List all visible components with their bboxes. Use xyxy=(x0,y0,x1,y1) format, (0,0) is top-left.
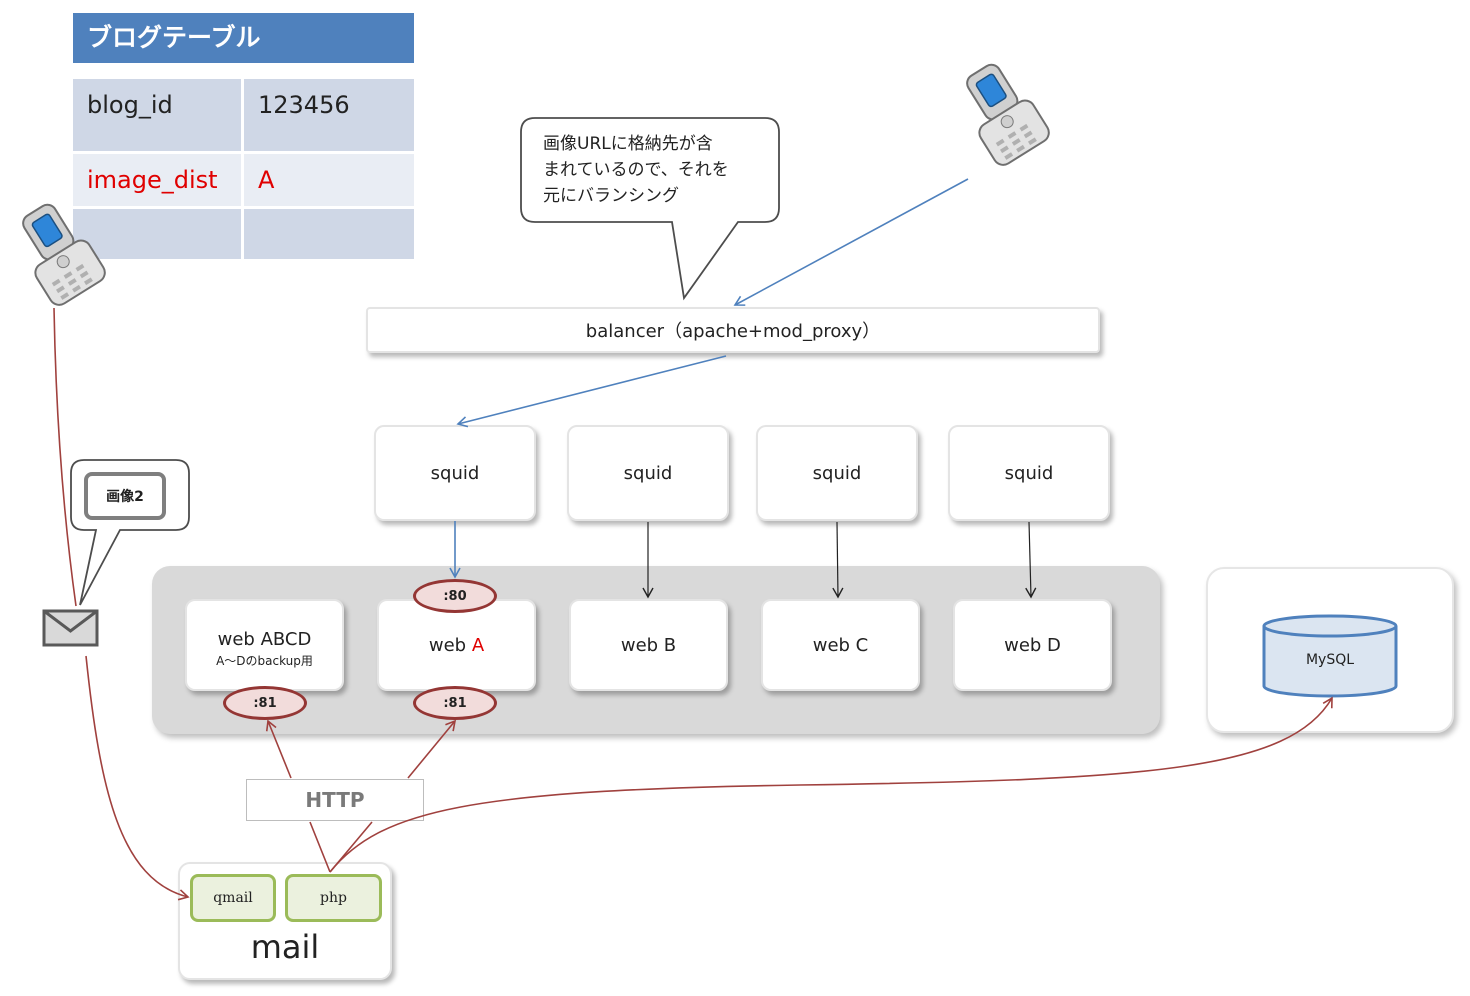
web-a-label-prefix: web xyxy=(428,634,472,656)
arrow-http-to-port-abcd xyxy=(265,719,292,779)
blog-table-value-image-dist: A xyxy=(244,154,414,206)
arrow-phone-to-balancer xyxy=(733,178,969,306)
balancer-box: balancer（apache+mod_proxy） xyxy=(366,307,1100,353)
blog-table-key-empty xyxy=(73,209,241,259)
callout-image-label: 画像2 xyxy=(84,472,166,520)
arrow-squid-to-web-d xyxy=(1025,521,1037,599)
mobile-phone-icon xyxy=(966,63,1050,166)
mobile-phone-icon-left xyxy=(22,203,106,306)
web-d-box: web D xyxy=(953,599,1112,691)
php-box: php xyxy=(285,874,382,922)
mysql-label: MySQL xyxy=(1305,652,1355,668)
callout-balancing-line-1: 画像URLに格納先が含 xyxy=(543,134,713,154)
callout-balancing-line-2: まれているので、それを xyxy=(543,160,729,180)
port-81-web-abcd: :81 xyxy=(223,686,307,720)
arrow-balancer-to-squid xyxy=(456,355,727,428)
blog-table-title: ブログテーブル xyxy=(73,13,414,63)
arrow-http-to-port-a xyxy=(407,719,457,779)
envelope-icon xyxy=(42,609,99,647)
arrow-phone-to-envelope xyxy=(53,307,77,607)
squid-box-2: squid xyxy=(567,425,729,521)
line-php-to-http-left xyxy=(309,821,331,873)
squid-box-4: squid xyxy=(948,425,1110,521)
web-b-box: web B xyxy=(569,599,728,691)
callout-balancing-text: 画像URLに格納先が含 まれているので、それを 元にバランシング xyxy=(543,131,729,209)
mail-label: mail xyxy=(250,928,320,966)
arrow-envelope-to-qmail xyxy=(85,655,190,901)
squid-box-3: squid xyxy=(756,425,918,521)
arrow-php-to-mysql xyxy=(329,696,1333,873)
callout-balancing-line-3: 元にバランシング xyxy=(543,186,679,206)
web-abcd-sublabel: A～Dのbackup用 xyxy=(216,654,313,668)
blog-table-value-blog-id: 123456 xyxy=(244,79,414,151)
blog-table-key-blog-id: blog_id xyxy=(73,79,241,151)
blog-table-key-image-dist: image_dist xyxy=(73,154,241,206)
mail-server-box: qmail php mail xyxy=(178,862,392,980)
http-label: HTTP xyxy=(246,779,424,821)
port-80-web-a: :80 xyxy=(413,579,497,613)
blog-table-value-empty xyxy=(244,209,414,259)
arrow-squid-to-web-c xyxy=(832,521,844,599)
web-a-label-highlight: A xyxy=(471,634,485,656)
mysql-cylinder-icon xyxy=(1262,614,1398,698)
port-81-web-a: :81 xyxy=(413,686,497,720)
qmail-box: qmail xyxy=(190,874,276,922)
callout-balancing-bubble xyxy=(520,117,780,301)
web-c-box: web C xyxy=(761,599,920,691)
web-abcd-label: web ABCD xyxy=(217,629,312,650)
squid-box-1: squid xyxy=(374,425,536,521)
